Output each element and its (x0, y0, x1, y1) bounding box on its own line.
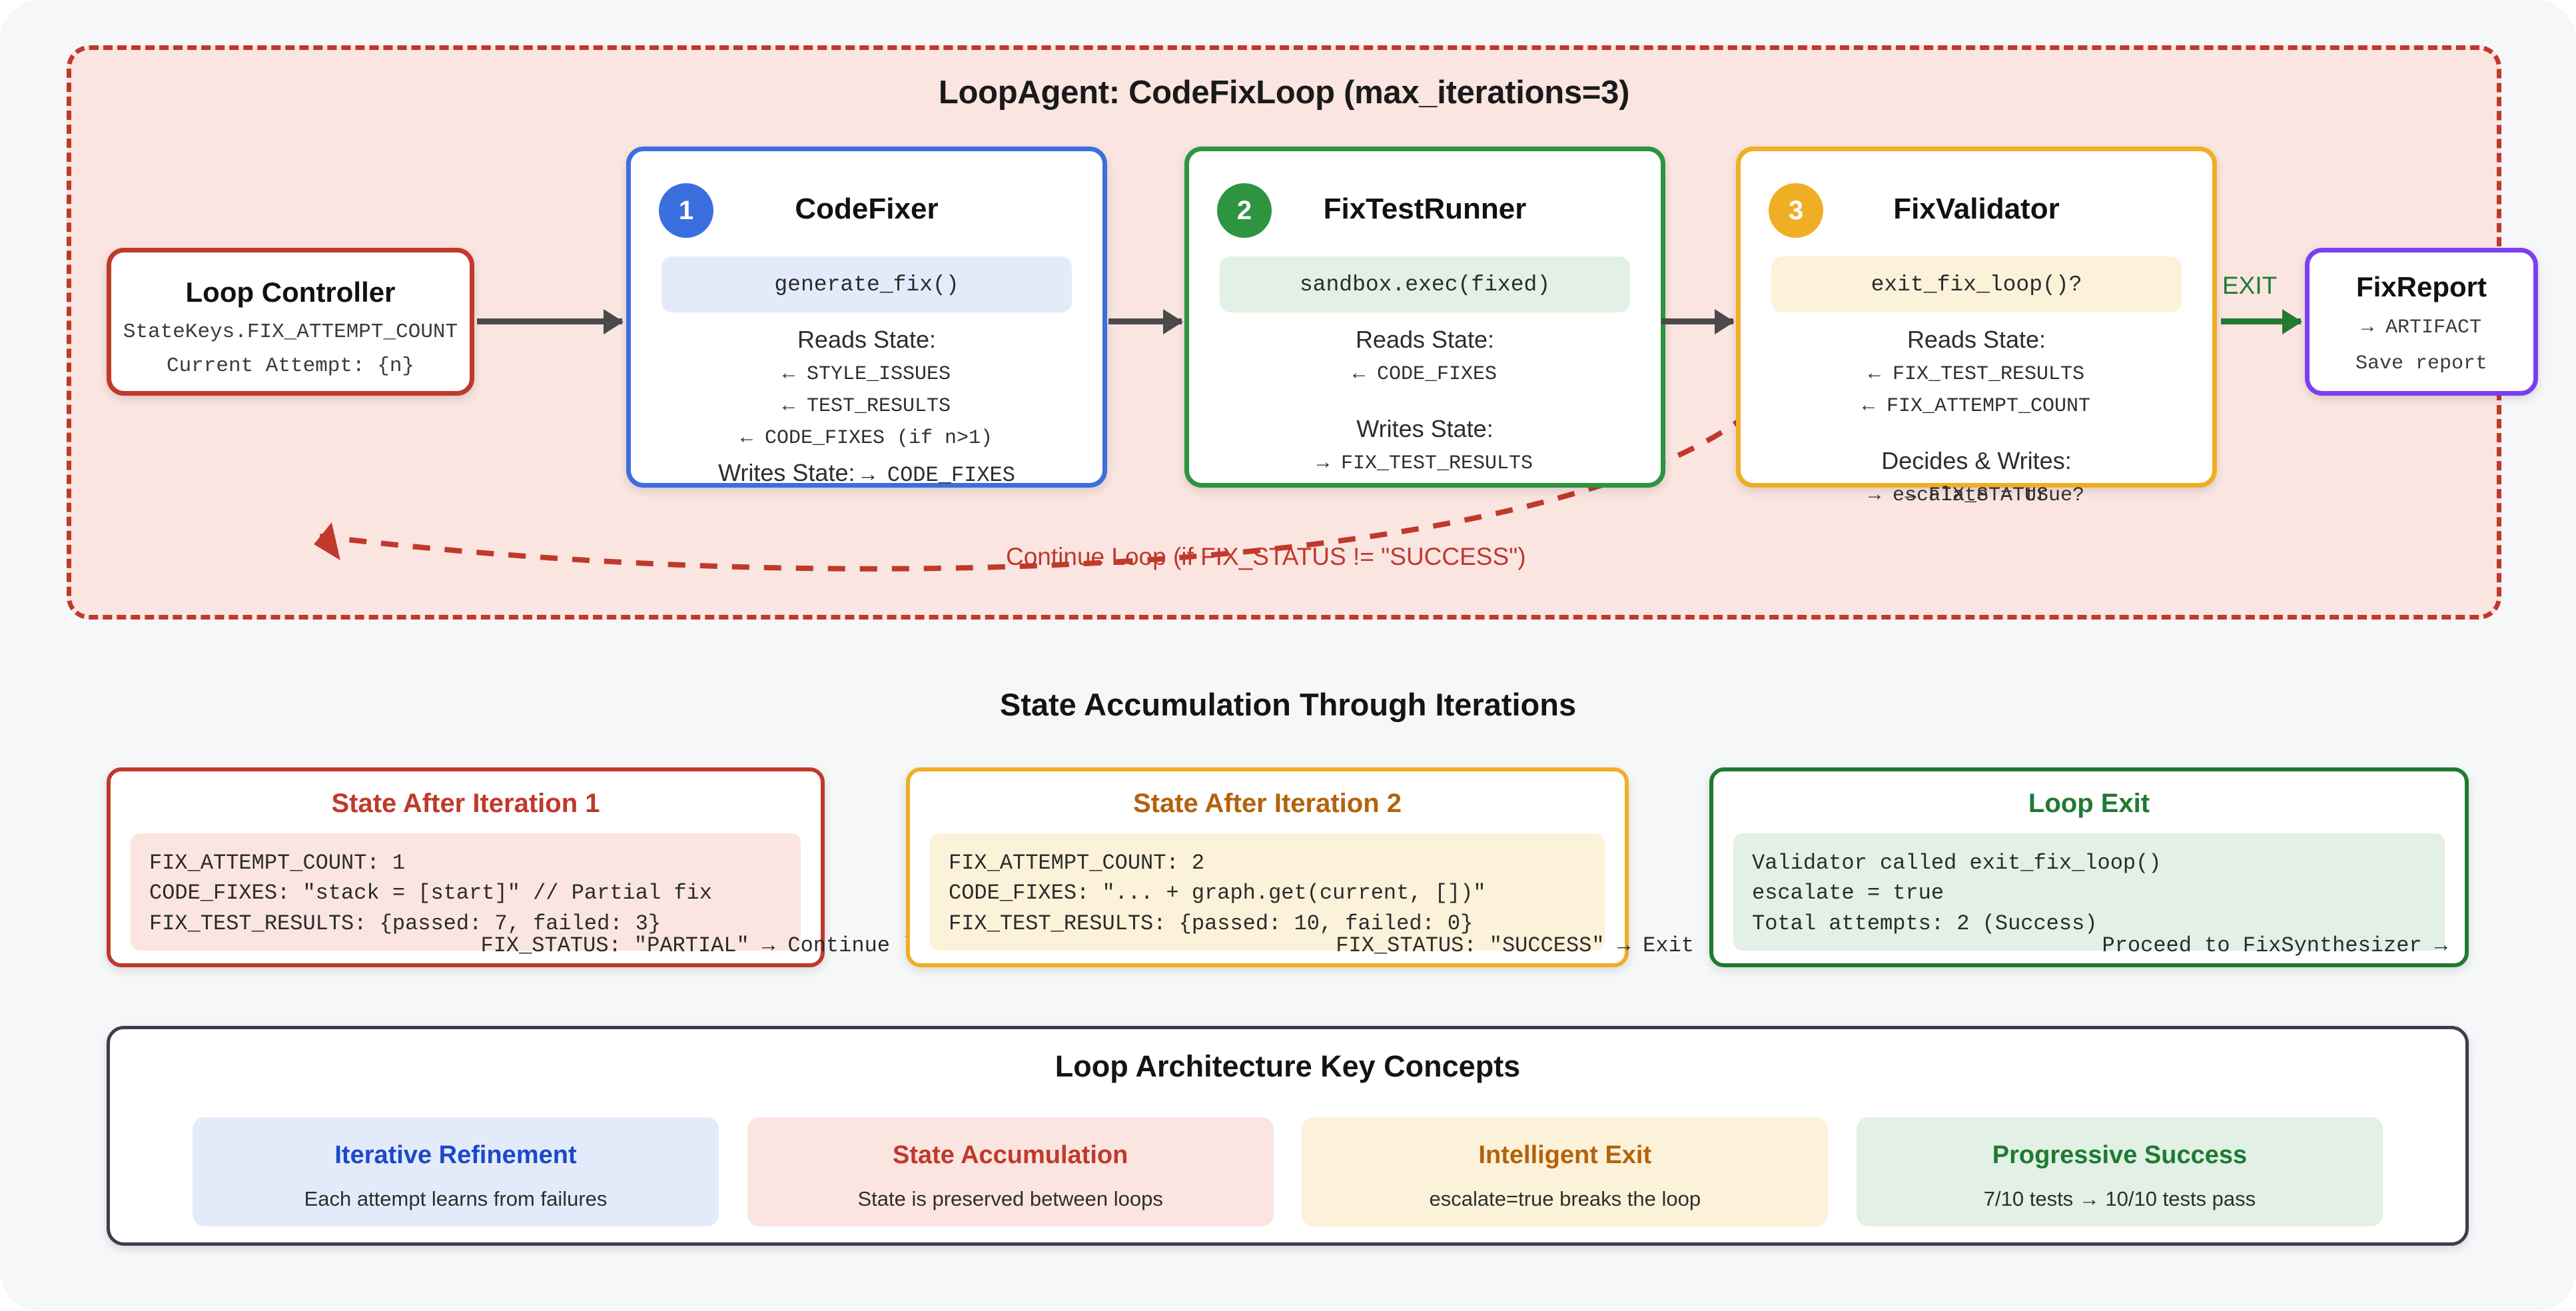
reads-state-item: ← TEST_RESULTS (782, 395, 951, 418)
loop-controller-state-key: StateKeys.FIX_ATTEMPT_COUNT (123, 320, 458, 344)
loop-controller-attempt: Current Attempt: {n} (166, 354, 415, 378)
spacer (1189, 395, 1661, 415)
state-card-title: State After Iteration 1 (331, 789, 600, 818)
state-line: Total attempts: 2 (Success) (1752, 911, 2098, 936)
state-card-body: FIX_ATTEMPT_COUNT: 2 CODE_FIXES: "... + … (930, 833, 1605, 951)
state-card-footer: FIX_STATUS: "PARTIAL" → Continue loop (480, 933, 954, 958)
state-line: FIX_ATTEMPT_COUNT: 1 (149, 851, 406, 875)
state-line: CODE_FIXES: "... + graph.get(current, []… (949, 881, 1486, 906)
writes-state-item: → FIX_STATUS (1904, 484, 2049, 507)
state-card-loop-exit: Loop Exit Validator called exit_fix_loop… (1709, 767, 2469, 967)
state-section-heading: State Accumulation Through Iterations (999, 687, 1577, 722)
agent-card-codefixer: 1 CodeFixer generate_fix() Reads State: … (626, 147, 1107, 488)
agent-badge-1: 1 (659, 183, 713, 238)
fixreport-artifact: → ARTIFACT (2361, 316, 2482, 339)
concept-title: Progressive Success (1992, 1141, 2248, 1169)
arrow-codefixer-to-fixtestrunner (1108, 318, 1182, 324)
state-line: FIX_TEST_RESULTS: {passed: 7, failed: 3} (149, 911, 661, 936)
state-card-body: FIX_ATTEMPT_COUNT: 1 CODE_FIXES: "stack … (131, 833, 801, 951)
concept-chip-progressive-success: Progressive Success 7/10 tests → 10/10 t… (1856, 1117, 2383, 1226)
writes-state-item: → FIX_TEST_RESULTS (1316, 452, 1533, 475)
reads-state-item: ← CODE_FIXES (if n>1) (740, 427, 993, 450)
concept-chip-iterative-refinement: Iterative Refinement Each attempt learns… (193, 1117, 719, 1226)
state-card-iteration-2: State After Iteration 2 FIX_ATTEMPT_COUN… (906, 767, 1758, 967)
agent-title-codefixer: CodeFixer (795, 193, 939, 225)
concept-desc: escalate=true breaks the loop (1429, 1187, 1701, 1210)
arrow-controller-to-codefixer (477, 318, 622, 324)
fixreport-card: FixReport → ARTIFACT Save report (2305, 248, 2538, 396)
state-card-title: Loop Exit (2028, 789, 2150, 818)
agent-call-fixvalidator: exit_fix_loop()? (1771, 256, 2182, 312)
concept-chip-state-accumulation: State Accumulation State is preserved be… (747, 1117, 1274, 1226)
writes-state-item: → CODE_FIXES (861, 463, 1015, 488)
loop-controller-card: Loop Controller StateKeys.FIX_ATTEMPT_CO… (107, 248, 474, 396)
key-concepts-heading: Loop Architecture Key Concepts (1055, 1049, 1521, 1083)
state-card-iteration-1: State After Iteration 1 FIX_ATTEMPT_COUN… (107, 767, 954, 967)
agent-call-codefixer: generate_fix() (661, 256, 1072, 312)
state-line: Validator called exit_fix_loop() (1752, 851, 2162, 875)
loop-agent-title: LoopAgent: CodeFixLoop (max_iterations=3… (938, 75, 1630, 111)
state-card-footer: FIX_STATUS: "SUCCESS" → Exit loop (1336, 933, 1758, 958)
concept-title: Intelligent Exit (1478, 1141, 1652, 1169)
spacer (1741, 427, 2212, 447)
concept-title: Iterative Refinement (334, 1141, 577, 1169)
fixreport-save: Save report (2355, 352, 2488, 375)
agent-title-fixvalidator: FixValidator (1893, 193, 2060, 225)
writes-state-label: Writes State: (1356, 415, 1494, 442)
agent-card-fixvalidator: 3 FixValidator exit_fix_loop()? Reads St… (1736, 147, 2217, 507)
state-line: escalate = true (1752, 881, 1944, 906)
state-line: FIX_ATTEMPT_COUNT: 2 (949, 851, 1205, 875)
writes-state-label: Writes State: (718, 459, 855, 486)
concept-desc: Each attempt learns from failures (304, 1187, 608, 1210)
reads-state-item: ← CODE_FIXES (1352, 363, 1498, 386)
state-card-body: Validator called exit_fix_loop() escalat… (1733, 833, 2445, 951)
concept-title: State Accumulation (892, 1141, 1128, 1169)
key-concepts-row: Iterative Refinement Each attempt learns… (193, 1117, 2383, 1226)
reads-state-item: ← FIX_TEST_RESULTS (1868, 363, 2085, 386)
key-concepts-panel: Loop Architecture Key Concepts Iterative… (107, 1026, 2469, 1246)
decides-writes-label: Decides & Writes: (1881, 447, 2072, 474)
agent-badge-3: 3 (1769, 183, 1823, 238)
reads-state-item: ← STYLE_ISSUES (782, 363, 951, 386)
reads-state-label: Reads State: (1355, 326, 1495, 353)
agent-call-fixtestrunner: sandbox.exec(fixed) (1220, 256, 1630, 312)
agent-card-fixtestrunner: 2 FixTestRunner sandbox.exec(fixed) Read… (1184, 147, 1665, 488)
reads-state-item: ← FIX_ATTEMPT_COUNT (1862, 395, 2091, 418)
concept-desc: 7/10 tests → 10/10 tests pass (1983, 1187, 2256, 1210)
reads-state-label: Reads State: (797, 326, 937, 353)
loop-controller-title: Loop Controller (185, 276, 396, 308)
arrow-exit-to-fixreport (2221, 318, 2301, 324)
writes-state-inline: Writes State: → CODE_FIXES (631, 459, 1102, 488)
agent-body-fixtestrunner: Reads State: ← CODE_FIXES Writes State: … (1189, 326, 1661, 484)
agent-title-fixtestrunner: FixTestRunner (1323, 193, 1527, 225)
agent-body-codefixer: Reads State: ← STYLE_ISSUES ← TEST_RESUL… (631, 326, 1102, 488)
state-card-title: State After Iteration 2 (1132, 789, 1402, 818)
agent-body-fixvalidator: Reads State: ← FIX_TEST_RESULTS ← FIX_AT… (1741, 326, 2212, 516)
state-line: CODE_FIXES: "stack = [start]" // Partial… (149, 881, 712, 906)
reads-state-label: Reads State: (1907, 326, 2046, 353)
loopback-label: Continue Loop (if FIX_STATUS != "SUCCESS… (1006, 543, 1526, 570)
concept-desc: State is preserved between loops (857, 1187, 1163, 1210)
arrow-fixtestrunner-to-fixvalidator (1661, 318, 1733, 324)
exit-label: EXIT (2222, 272, 2278, 299)
state-card-footer: Proceed to FixSynthesizer → (2102, 933, 2447, 958)
agent-badge-2: 2 (1217, 183, 1272, 238)
fixreport-title: FixReport (2356, 271, 2487, 302)
state-line: FIX_TEST_RESULTS: {passed: 10, failed: 0… (949, 911, 1474, 936)
escalate-overflow-text: → escalate = true? (1868, 484, 2085, 507)
concept-chip-intelligent-exit: Intelligent Exit escalate=true breaks th… (1302, 1117, 1829, 1226)
